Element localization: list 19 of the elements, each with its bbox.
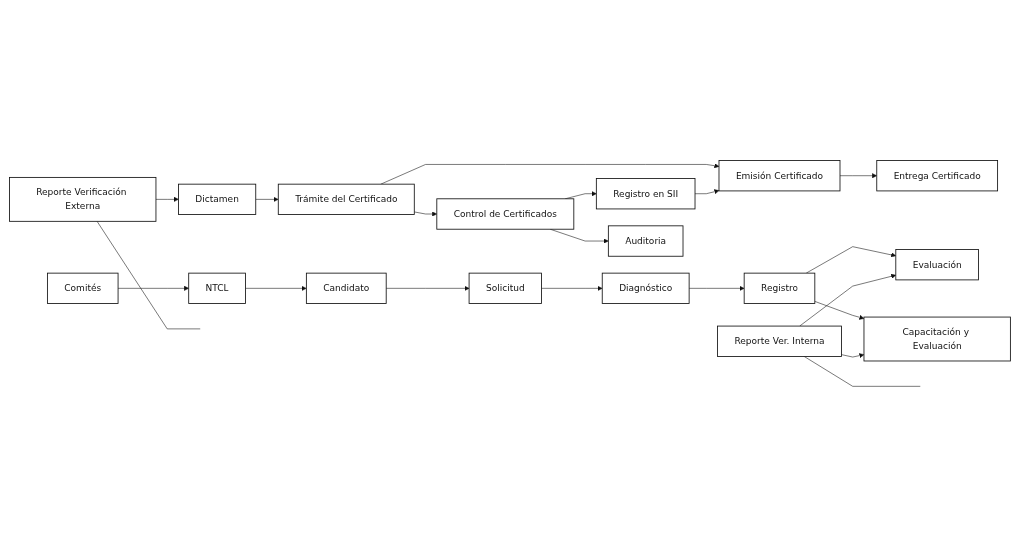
node-box: Registro en SII bbox=[595, 178, 696, 210]
node-box: Auditoria bbox=[607, 225, 684, 258]
node-box: Emisión Certificado bbox=[718, 160, 841, 192]
connector bbox=[803, 356, 921, 387]
node-box: Comités bbox=[47, 273, 119, 305]
node-box: Dictamen bbox=[178, 184, 257, 216]
node-box: Solicitud bbox=[468, 273, 542, 305]
node-box: Trámite del Certificado bbox=[277, 184, 415, 216]
node-box: Candidato bbox=[305, 273, 387, 305]
node-box: Registro bbox=[743, 273, 816, 305]
node-box: Reporte Verificación Externa bbox=[9, 177, 157, 223]
node-box: Reporte Ver. Interna bbox=[717, 326, 842, 358]
node-box: Diagnóstico bbox=[601, 273, 690, 305]
connector bbox=[96, 221, 201, 330]
node-box: Entrega Certificado bbox=[876, 160, 999, 192]
node-box: Evaluación bbox=[895, 249, 979, 281]
node-box: NTCL bbox=[188, 273, 246, 305]
node-box: Control de Certificados bbox=[436, 198, 575, 230]
node-box: Capacitación y Evaluación bbox=[863, 317, 1011, 362]
